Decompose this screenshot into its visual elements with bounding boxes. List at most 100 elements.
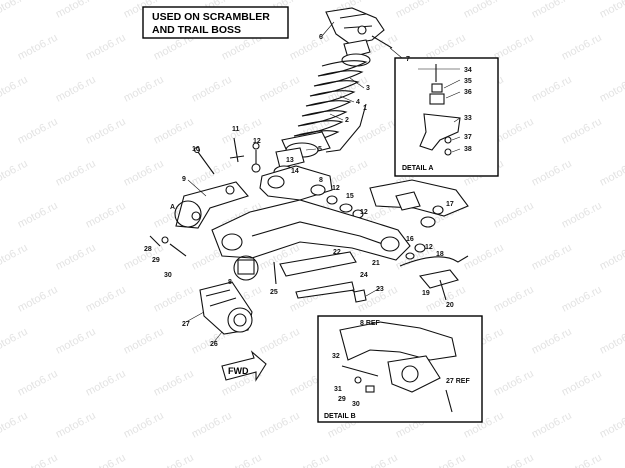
watermark-text: moto6.ru (288, 32, 332, 63)
watermark-text: moto6.ru (0, 158, 30, 189)
watermark-text: moto6.ru (0, 74, 30, 105)
watermark-text: moto6.ru (598, 326, 625, 357)
callout-26: 26 (210, 341, 218, 348)
watermark-text: moto6.ru (190, 74, 234, 105)
axle-housing (199, 281, 253, 335)
detail-a-callout-34: 34 (464, 67, 472, 74)
watermark-text: moto6.ru (84, 368, 128, 399)
callout-3: 3 (366, 85, 370, 92)
callout-17: 17 (446, 201, 454, 208)
watermark-text: moto6.ru (560, 200, 604, 231)
watermark-text: moto6.ru (530, 74, 574, 105)
detail-a-title: DETAIL A (402, 165, 433, 172)
watermark-text: moto6.ru (152, 116, 196, 147)
watermark-text: moto6.ru (84, 32, 128, 63)
watermark-text: moto6.ru (424, 452, 468, 468)
callout-18: 18 (436, 251, 444, 258)
watermark-text: moto6.ru (492, 368, 536, 399)
watermark-text: moto6.ru (54, 0, 98, 21)
detail-a-callouts: 34 35 36 33 37 38 (464, 67, 472, 153)
callout-12d: 12 (425, 244, 433, 251)
callout-21: 21 (372, 260, 380, 267)
watermark-text: moto6.ru (0, 0, 30, 21)
detail-b-title: DETAIL B (324, 413, 356, 420)
watermark-text: moto6.ru (54, 326, 98, 357)
watermark-text: moto6.ru (84, 116, 128, 147)
watermark-text: moto6.ru (54, 158, 98, 189)
upper-bolts (193, 137, 261, 175)
watermark-text: moto6.ru (560, 32, 604, 63)
watermark-text: moto6.ru (16, 284, 60, 315)
callout-20: 20 (446, 302, 454, 309)
watermark-text: moto6.ru (530, 0, 574, 21)
callout-8b: 8 (228, 279, 232, 286)
callout-14: 14 (291, 168, 299, 175)
detail-b-callouts: 8 REF 32 31 29 30 27 REF (332, 320, 470, 408)
watermark-text: moto6.ru (122, 74, 166, 105)
detail-a-callout-33: 33 (464, 115, 472, 122)
watermark-text: moto6.ru (530, 410, 574, 441)
watermark-text: moto6.ru (220, 452, 264, 468)
watermark-text: moto6.ru (258, 74, 302, 105)
watermark-text: moto6.ru (462, 242, 506, 273)
watermark-text: moto6.ru (462, 0, 506, 21)
watermark-text: moto6.ru (122, 326, 166, 357)
callout-1: 1 (363, 105, 367, 112)
callout-5: 5 (318, 146, 322, 153)
watermark-text: moto6.ru (598, 74, 625, 105)
watermark-text: moto6.ru (16, 116, 60, 147)
forward-direction-arrow: FWD (221, 350, 267, 382)
watermark-text: moto6.ru (560, 368, 604, 399)
watermark-text: moto6.ru (530, 242, 574, 273)
callout-30: 30 (164, 272, 172, 279)
detail-a-callout-37: 37 (464, 134, 472, 141)
watermark-text: moto6.ru (0, 410, 30, 441)
callout-13: 13 (286, 157, 294, 164)
callout-12b: 12 (332, 185, 340, 192)
callout-9: 9 (182, 176, 186, 183)
callout-detail-a-marker: A (170, 204, 175, 211)
watermark-text: moto6.ru (258, 410, 302, 441)
fwd-label: FWD (228, 366, 249, 376)
callout-22: 22 (333, 249, 341, 256)
detail-a-callout-36: 36 (464, 89, 472, 96)
watermark-text: moto6.ru (84, 284, 128, 315)
detail-b-callout-32: 32 (332, 353, 340, 360)
watermark-text: moto6.ru (190, 410, 234, 441)
model-note-line-1: USED ON SCRAMBLER (152, 11, 270, 23)
detail-b-callout-8-ref: 8 REF (360, 320, 381, 327)
callout-10: 10 (192, 146, 200, 153)
callout-19: 19 (422, 290, 430, 297)
watermark-text: moto6.ru (84, 200, 128, 231)
watermark-text: moto6.ru (356, 116, 400, 147)
watermark-text: moto6.ru (122, 410, 166, 441)
watermark-text: moto6.ru (598, 410, 625, 441)
watermark-text: moto6.ru (122, 158, 166, 189)
watermark-text: moto6.ru (152, 284, 196, 315)
watermark-text: moto6.ru (16, 368, 60, 399)
callout-8a: 8 (319, 177, 323, 184)
detail-b-callout-29: 29 (338, 396, 346, 403)
watermark-text: moto6.ru (492, 452, 536, 468)
watermark-text: moto6.ru (16, 452, 60, 468)
detail-a-box: DETAIL A (394, 57, 499, 177)
watermark-text: moto6.ru (598, 158, 625, 189)
watermark-text: moto6.ru (54, 74, 98, 105)
watermark-text: moto6.ru (492, 284, 536, 315)
watermark-text: moto6.ru (0, 242, 30, 273)
callout-15: 15 (346, 193, 354, 200)
detail-b-callout-31: 31 (334, 386, 342, 393)
detail-b-callout-27-ref: 27 REF (446, 378, 470, 385)
callout-12a: 12 (253, 138, 261, 145)
detail-b-box: DETAIL B (317, 315, 483, 423)
callout-12c: 12 (360, 209, 368, 216)
model-note-line-2: AND TRAIL BOSS (152, 24, 241, 36)
watermark-text: moto6.ru (288, 452, 332, 468)
callout-24: 24 (360, 272, 368, 279)
callout-29: 29 (152, 257, 160, 264)
callout-2: 2 (345, 117, 349, 124)
watermark-text: moto6.ru (0, 326, 30, 357)
callout-16: 16 (406, 236, 414, 243)
